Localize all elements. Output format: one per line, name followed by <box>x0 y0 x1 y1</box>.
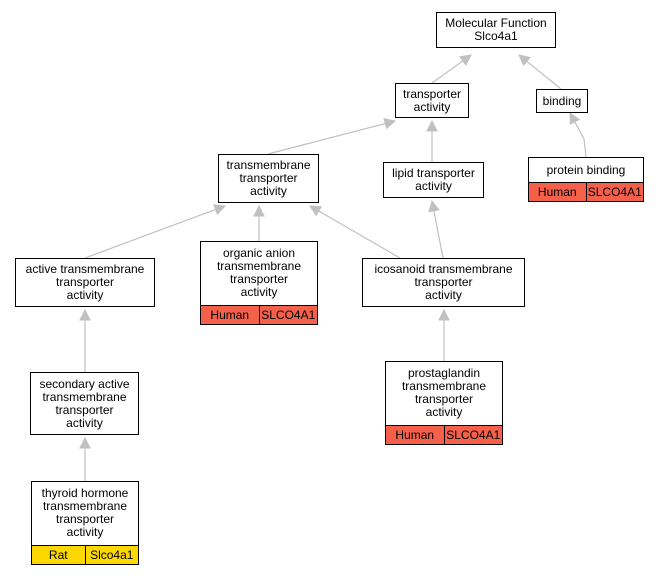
node-label: active transmembrane transporter activit… <box>25 262 145 302</box>
gene-cell: SLCO4A1 <box>585 183 644 201</box>
gene-cell: SLCO4A1 <box>258 306 318 324</box>
arrowhead <box>518 54 531 67</box>
node-label: thyroid hormone transmembrane transporte… <box>41 486 129 539</box>
node-organic-anion-transmembrane-transporter-activity[interactable]: organic anion transmembrane transporter … <box>200 241 318 325</box>
arrowhead <box>426 119 438 132</box>
annotation-row: Human SLCO4A1 <box>200 305 318 325</box>
node-prostaglandin-transmembrane-transporter-activity[interactable]: prostaglandin transmembrane transporter … <box>385 361 503 445</box>
node-label: secondary active transmembrane transport… <box>39 376 130 430</box>
arrowhead <box>438 308 450 321</box>
edge-transporter_activity-to-molecular_function <box>431 54 472 84</box>
arrowhead <box>459 54 472 66</box>
edge-line <box>574 121 587 158</box>
arrowhead <box>309 205 322 217</box>
species-cell: Rat <box>48 548 68 562</box>
node-lipid-transporter-activity[interactable]: lipid transporter activity <box>383 162 484 198</box>
edge-icosanoid-to-transmembrane_transporter <box>309 205 401 259</box>
node-transporter-activity[interactable]: transporter activity <box>395 83 469 118</box>
gene-cell: SLCO4A1 <box>443 426 503 444</box>
arrowhead <box>79 436 91 449</box>
edge-binding-to-molecular_function <box>518 54 562 90</box>
edge-organic_anion-to-transmembrane_transporter <box>253 204 265 241</box>
edge-icosanoid-to-lipid_transporter <box>428 199 444 259</box>
arrowhead <box>428 199 440 213</box>
edge-line <box>84 208 216 259</box>
node-label: icosanoid transmembrane transporter acti… <box>374 262 513 302</box>
node-label: organic anion transmembrane transporter … <box>216 246 302 299</box>
arrowhead <box>213 204 227 216</box>
node-label: binding <box>542 93 582 108</box>
edge-line <box>267 122 386 155</box>
node-label: protein binding <box>546 162 626 177</box>
edge-protein_binding-to-binding <box>569 112 587 158</box>
arrowhead <box>79 308 91 321</box>
node-active-transmembrane-transporter-activity[interactable]: active transmembrane transporter activit… <box>15 258 155 307</box>
edge-transmembrane_transporter-to-transporter_activity <box>267 118 397 155</box>
annotation-row: Human SLCO4A1 <box>385 425 503 445</box>
node-label: transporter activity <box>402 86 462 114</box>
edge-line <box>318 210 401 259</box>
edge-line <box>526 60 562 90</box>
edge-prostaglandin-to-icosanoid <box>438 308 450 361</box>
node-label: lipid transporter activity <box>392 166 475 193</box>
gene-cell: Slco4a1 <box>84 546 139 564</box>
arrowhead <box>569 112 581 125</box>
edge-lipid_transporter-to-transporter_activity <box>426 119 438 162</box>
arrowhead <box>253 204 265 217</box>
edge-thyroid_hormone-to-secondary_active <box>79 436 91 481</box>
node-binding[interactable]: binding <box>536 89 588 113</box>
node-label: Molecular Function Slco4a1 <box>445 16 547 43</box>
edge-active_transmembrane-to-transmembrane_transporter <box>84 204 227 259</box>
node-thyroid-hormone-transmembrane-transporter-activity[interactable]: thyroid hormone transmembrane transporte… <box>31 481 139 565</box>
node-transmembrane-transporter-activity[interactable]: transmembrane transporter activity <box>218 154 319 203</box>
node-molecular-function[interactable]: Molecular Function Slco4a1 <box>436 12 556 48</box>
edge-line <box>431 60 464 84</box>
edge-secondary_active-to-active_transmembrane <box>79 308 91 372</box>
node-icosanoid-transmembrane-transporter-activity[interactable]: icosanoid transmembrane transporter acti… <box>362 258 525 307</box>
species-cell: Human <box>210 308 250 322</box>
species-cell: Human <box>537 185 577 199</box>
species-cell: Human <box>395 428 435 442</box>
arrowhead <box>383 118 397 130</box>
node-label: transmembrane transporter activity <box>226 158 311 198</box>
node-secondary-active-transmembrane-transporter-activity[interactable]: secondary active transmembrane transport… <box>30 372 139 435</box>
annotation-row: Rat Slco4a1 <box>31 545 139 565</box>
node-protein-binding[interactable]: protein binding Human SLCO4A1 <box>528 157 644 202</box>
edge-line <box>433 210 444 259</box>
annotation-row: Human SLCO4A1 <box>528 182 644 202</box>
node-label: prostaglandin transmembrane transporter … <box>401 366 487 419</box>
